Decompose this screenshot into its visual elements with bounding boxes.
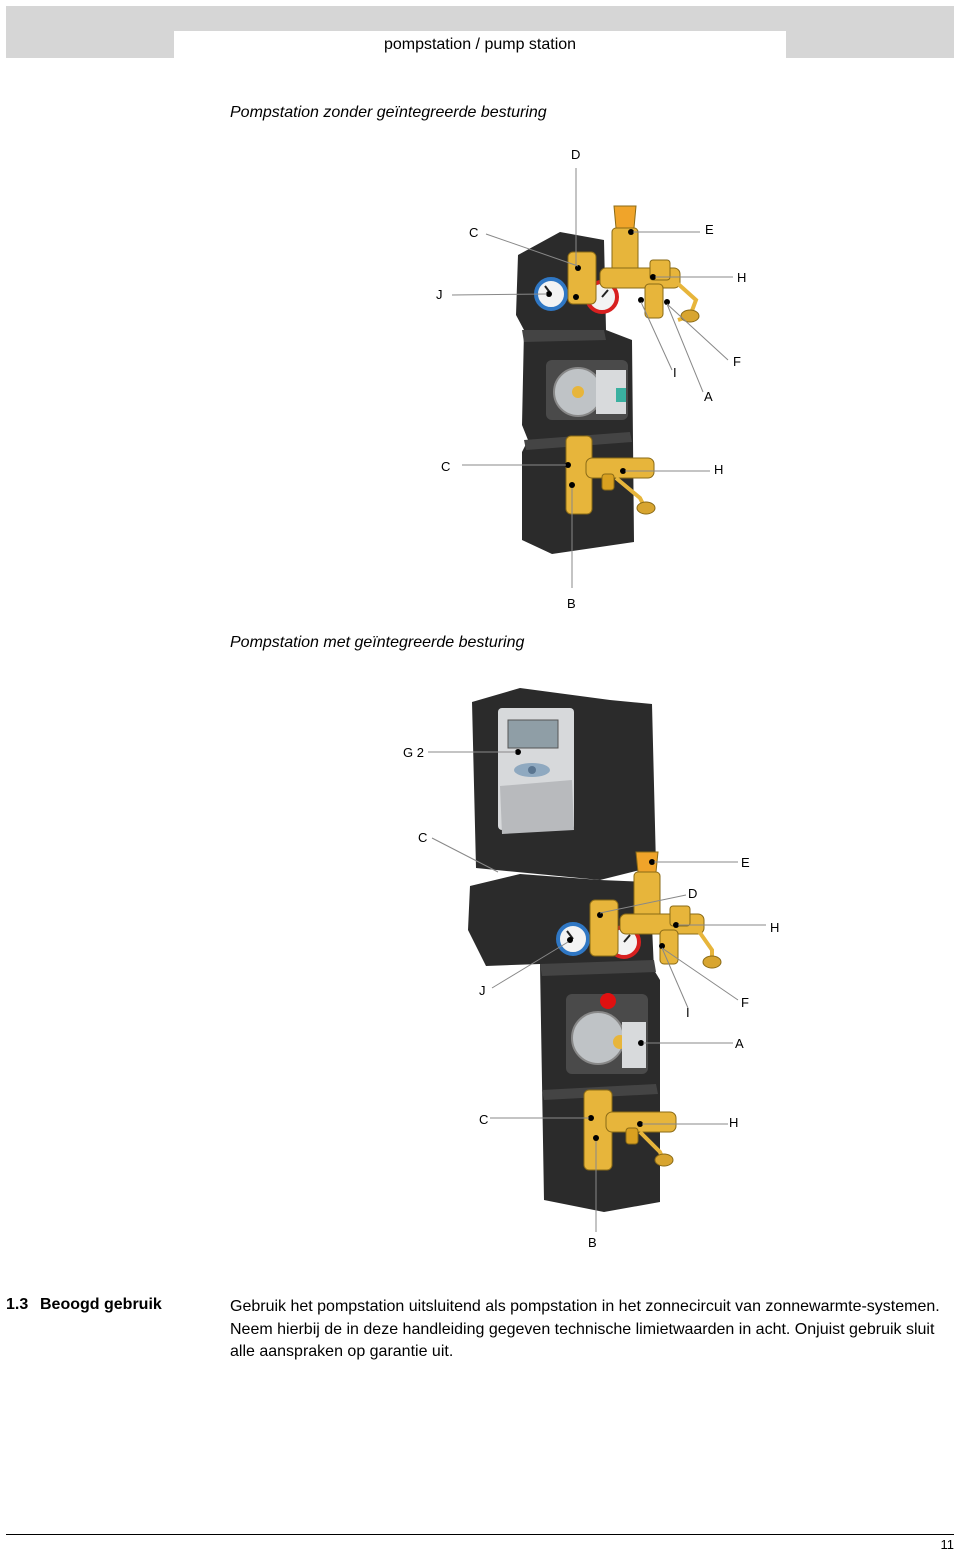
figure2-label-C-top: C (418, 830, 428, 845)
figure1-label-B: B (567, 596, 576, 611)
figure1-label-C-low: C (441, 459, 451, 474)
figure2-label-F: F (741, 995, 749, 1010)
figure1-label-I: I (673, 365, 677, 380)
figure2-label-E: E (741, 855, 750, 870)
figure2-label-I: I (686, 1005, 690, 1020)
figure2-callout-dots (515, 749, 679, 1141)
figure2-label-A: A (735, 1036, 744, 1051)
figure1-label-J: J (436, 287, 443, 302)
figure1-leader-lines (451, 168, 733, 588)
figure1-label-D: D (571, 147, 581, 162)
footer-rule (6, 1534, 954, 1535)
figure2-controller-housing (472, 688, 656, 880)
figure1-circulation-pump (546, 360, 628, 420)
figure2-label-H-low: H (729, 1115, 739, 1130)
header-title-box: pompstation / pump station (174, 31, 786, 58)
figure2-label-C-low: C (479, 1112, 489, 1127)
figure2-caption: Pompstation met geïntegreerde besturing (230, 634, 525, 651)
figure1-label-E: E (705, 222, 714, 237)
figure2-label-B: B (588, 1235, 597, 1250)
section-title: Beoogd gebruik (40, 1296, 162, 1313)
figure1-label-F: F (733, 354, 741, 369)
figure1-label-H-low: H (714, 462, 724, 477)
section-paragraph: Gebruik het pompstation uitsluitend als … (230, 1298, 940, 1360)
figure2-circulation-pump (566, 993, 648, 1074)
figure1-label-H-top: H (737, 270, 747, 285)
figure2-leader-lines (428, 751, 766, 1232)
figure1-brass-valves-top (567, 205, 700, 323)
figure2-label-H-top: H (770, 920, 780, 935)
figure2-pump-station-illustration (428, 688, 766, 1232)
figure2-label-D: D (688, 886, 698, 901)
figure1-callout-dots (546, 229, 670, 488)
figure1-label-C-top: C (469, 225, 479, 240)
figure2-brass-valves-top (589, 851, 722, 969)
figure1-caption: Pompstation zonder geïntegreerde besturi… (230, 104, 547, 121)
figure2-label-G2: G 2 (403, 745, 424, 760)
header-title: pompstation / pump station (383, 36, 577, 53)
section-number: 1.3 (6, 1296, 29, 1313)
figure1-pump-station-illustration (451, 168, 733, 588)
figure1-label-A: A (704, 389, 713, 404)
figure2-label-J: J (479, 983, 486, 998)
page-number: 11 (940, 1537, 955, 1552)
